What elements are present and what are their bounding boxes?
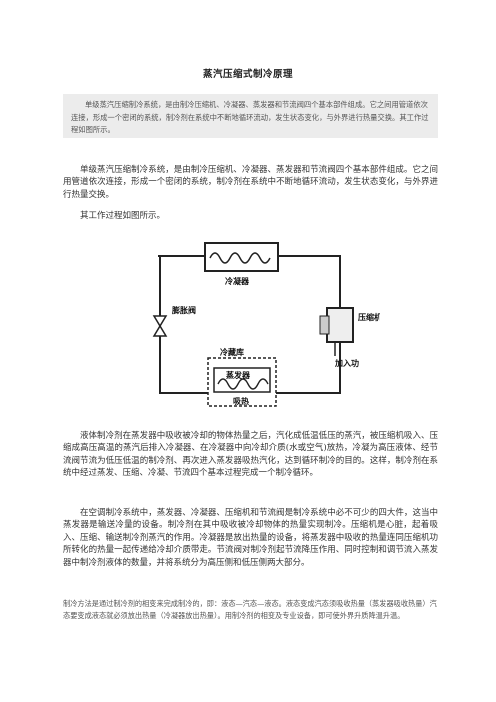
page-title: 蒸汽压缩式制冷原理 [202,69,293,80]
compressor-body [326,307,354,343]
condenser-box [204,242,279,272]
evaporator-coil [217,378,269,390]
footer-note: 制冷方法是通过制冷剂的相变来完成制冷的，即：液态—汽态—液态。液态变成汽态须吸收… [63,599,437,621]
valve-bottom [152,324,168,337]
refrigeration-cycle-diagram: 水 放热 冷凝器 膨胀阀 压缩机 加入功 冷藏库 蒸发器 吸热 [130,238,380,408]
compressor-cylinder [319,315,330,335]
label-work-input: 加入功 [334,358,359,368]
label-evaporator: 蒸发器 [226,370,251,380]
paragraph-cycle: 液体制冷剂在蒸发器中吸收被冷却的物体热量之后，汽化成低温低压的蒸汽，被压缩机吸入… [63,431,438,479]
label-cold-storage: 冷藏库 [220,347,244,357]
label-absorb-heat: 吸热 [233,396,249,406]
paragraph-intro: 单级蒸汽压缩制冷系统，是由制冷压缩机、冷凝器、蒸发器和节流阀四个基本部件组成。它… [63,165,438,200]
paragraph-figure-ref: 其工作过程如图所示。 [80,211,166,221]
label-condenser: 冷凝器 [225,276,250,286]
label-expansion-valve: 膨胀阀 [171,305,196,315]
paragraph-components: 在空调制冷系统中，蒸发器、冷凝器、压缩机和节流阀是制冷系统中必不可少的四大件，这… [63,508,438,568]
condenser-coil [209,252,271,264]
valve-top [152,315,168,328]
summary-box: 单级蒸汽压缩制冷系统，是由制冷压缩机、冷凝器、蒸发器和节流阀四个基本部件组成。它… [63,94,438,138]
label-compressor: 压缩机 [358,312,380,322]
